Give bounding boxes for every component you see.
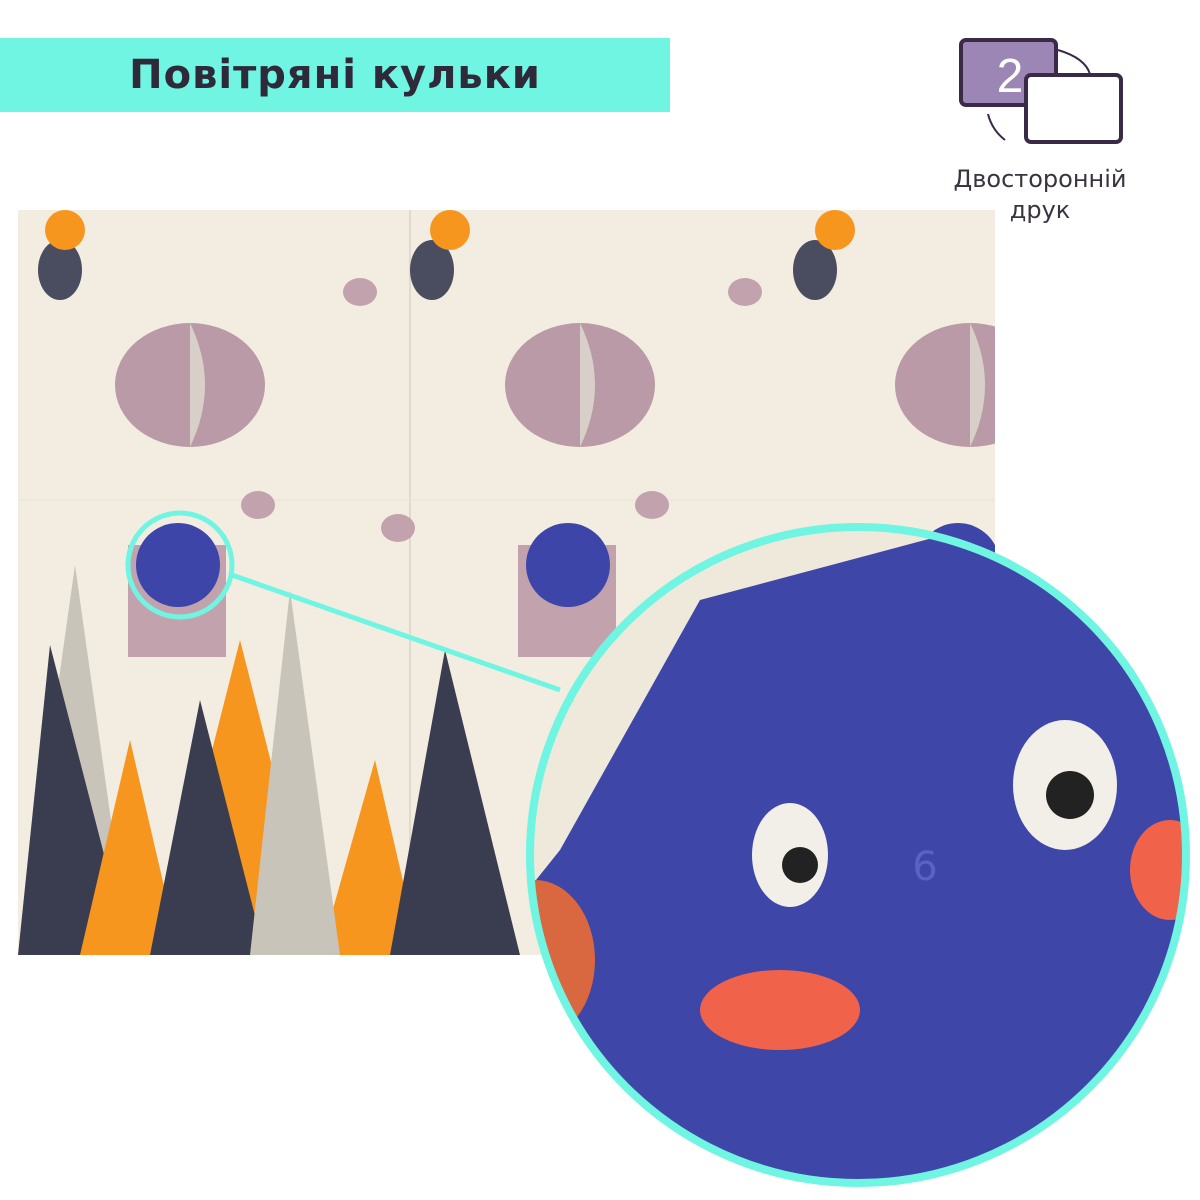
duplex-label-line1: Двосторонній bbox=[953, 165, 1127, 193]
zoom-connector bbox=[231, 572, 561, 693]
duplex-number: 2 bbox=[997, 50, 1024, 103]
zoom-digit: 6 bbox=[912, 844, 937, 890]
banner-title: Повітряні кульки bbox=[129, 52, 541, 98]
mountains bbox=[18, 565, 520, 955]
balloon-group bbox=[38, 210, 995, 657]
zoom-circle-border bbox=[526, 523, 1190, 1187]
zoom-source-circle bbox=[125, 510, 235, 620]
double-sided-print-icon: 2 bbox=[959, 38, 1123, 144]
duplex-label: Двосторонній друк bbox=[930, 164, 1150, 226]
duplex-label-line2: друк bbox=[1009, 196, 1071, 224]
title-banner: Повітряні кульки bbox=[0, 38, 670, 112]
